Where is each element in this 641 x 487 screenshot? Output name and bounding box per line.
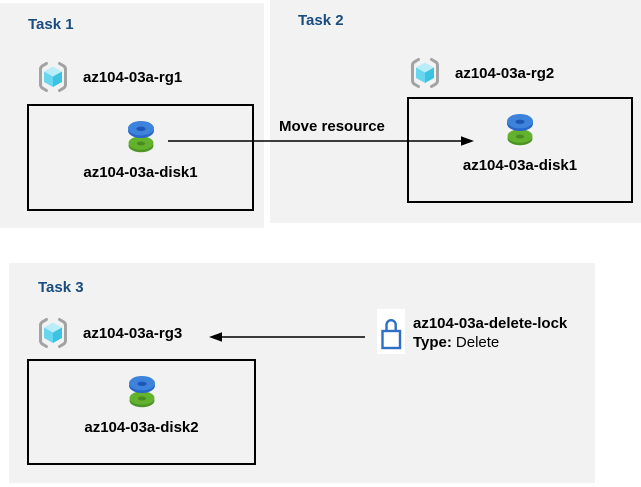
resource-group-icon: [39, 318, 67, 348]
task2-panel: Task 2 az104-03a-rg2 az104-03a-disk1: [270, 0, 641, 223]
lock-type-value: Delete: [455, 334, 500, 351]
move-resource-label: Move resource: [279, 118, 385, 135]
task1-panel: Task 1 az104-03a-rg1 az104-03a-disk1: [0, 3, 264, 228]
lock-text: az104-03a-delete-lock Type:Delete: [413, 309, 567, 352]
disk-icon: [507, 114, 533, 146]
lock-icon-box: [377, 309, 405, 354]
disk-icon: [128, 376, 155, 408]
task1-title: Task 1: [28, 16, 74, 33]
lock-type-line: Type:Delete: [413, 334, 499, 351]
disk-name: az104-03a-disk1: [462, 157, 578, 174]
task1-disk-box: az104-03a-disk1: [27, 104, 254, 211]
resource-group-icon: [411, 58, 439, 88]
lock-name: az104-03a-delete-lock: [413, 315, 568, 332]
task3-panel: Task 3 az104-03a-rg3 az104-03a-disk2: [9, 263, 595, 483]
resource-group-name: az104-03a-rg3: [83, 324, 183, 342]
disk-name: az104-03a-disk2: [84, 419, 199, 436]
lock-type-label: Type:: [413, 334, 452, 351]
disk-icon: [127, 121, 154, 153]
task3-resource-group: az104-03a-rg3: [33, 313, 182, 353]
task2-disk-box: az104-03a-disk1: [407, 97, 633, 203]
resource-group-name: az104-03a-rg2: [455, 64, 555, 82]
task2-resource-group: az104-03a-rg2: [405, 53, 554, 93]
task1-resource-group: az104-03a-rg1: [33, 57, 182, 97]
task3-disk-box: az104-03a-disk2: [27, 359, 256, 465]
disk-name: az104-03a-disk1: [83, 164, 198, 181]
delete-lock-group: az104-03a-delete-lock Type:Delete: [377, 309, 567, 354]
lock-icon: [381, 319, 402, 350]
task3-title: Task 3: [38, 279, 84, 296]
resource-group-name: az104-03a-rg1: [83, 68, 183, 86]
resource-group-icon: [39, 62, 67, 92]
task2-title: Task 2: [298, 12, 344, 29]
